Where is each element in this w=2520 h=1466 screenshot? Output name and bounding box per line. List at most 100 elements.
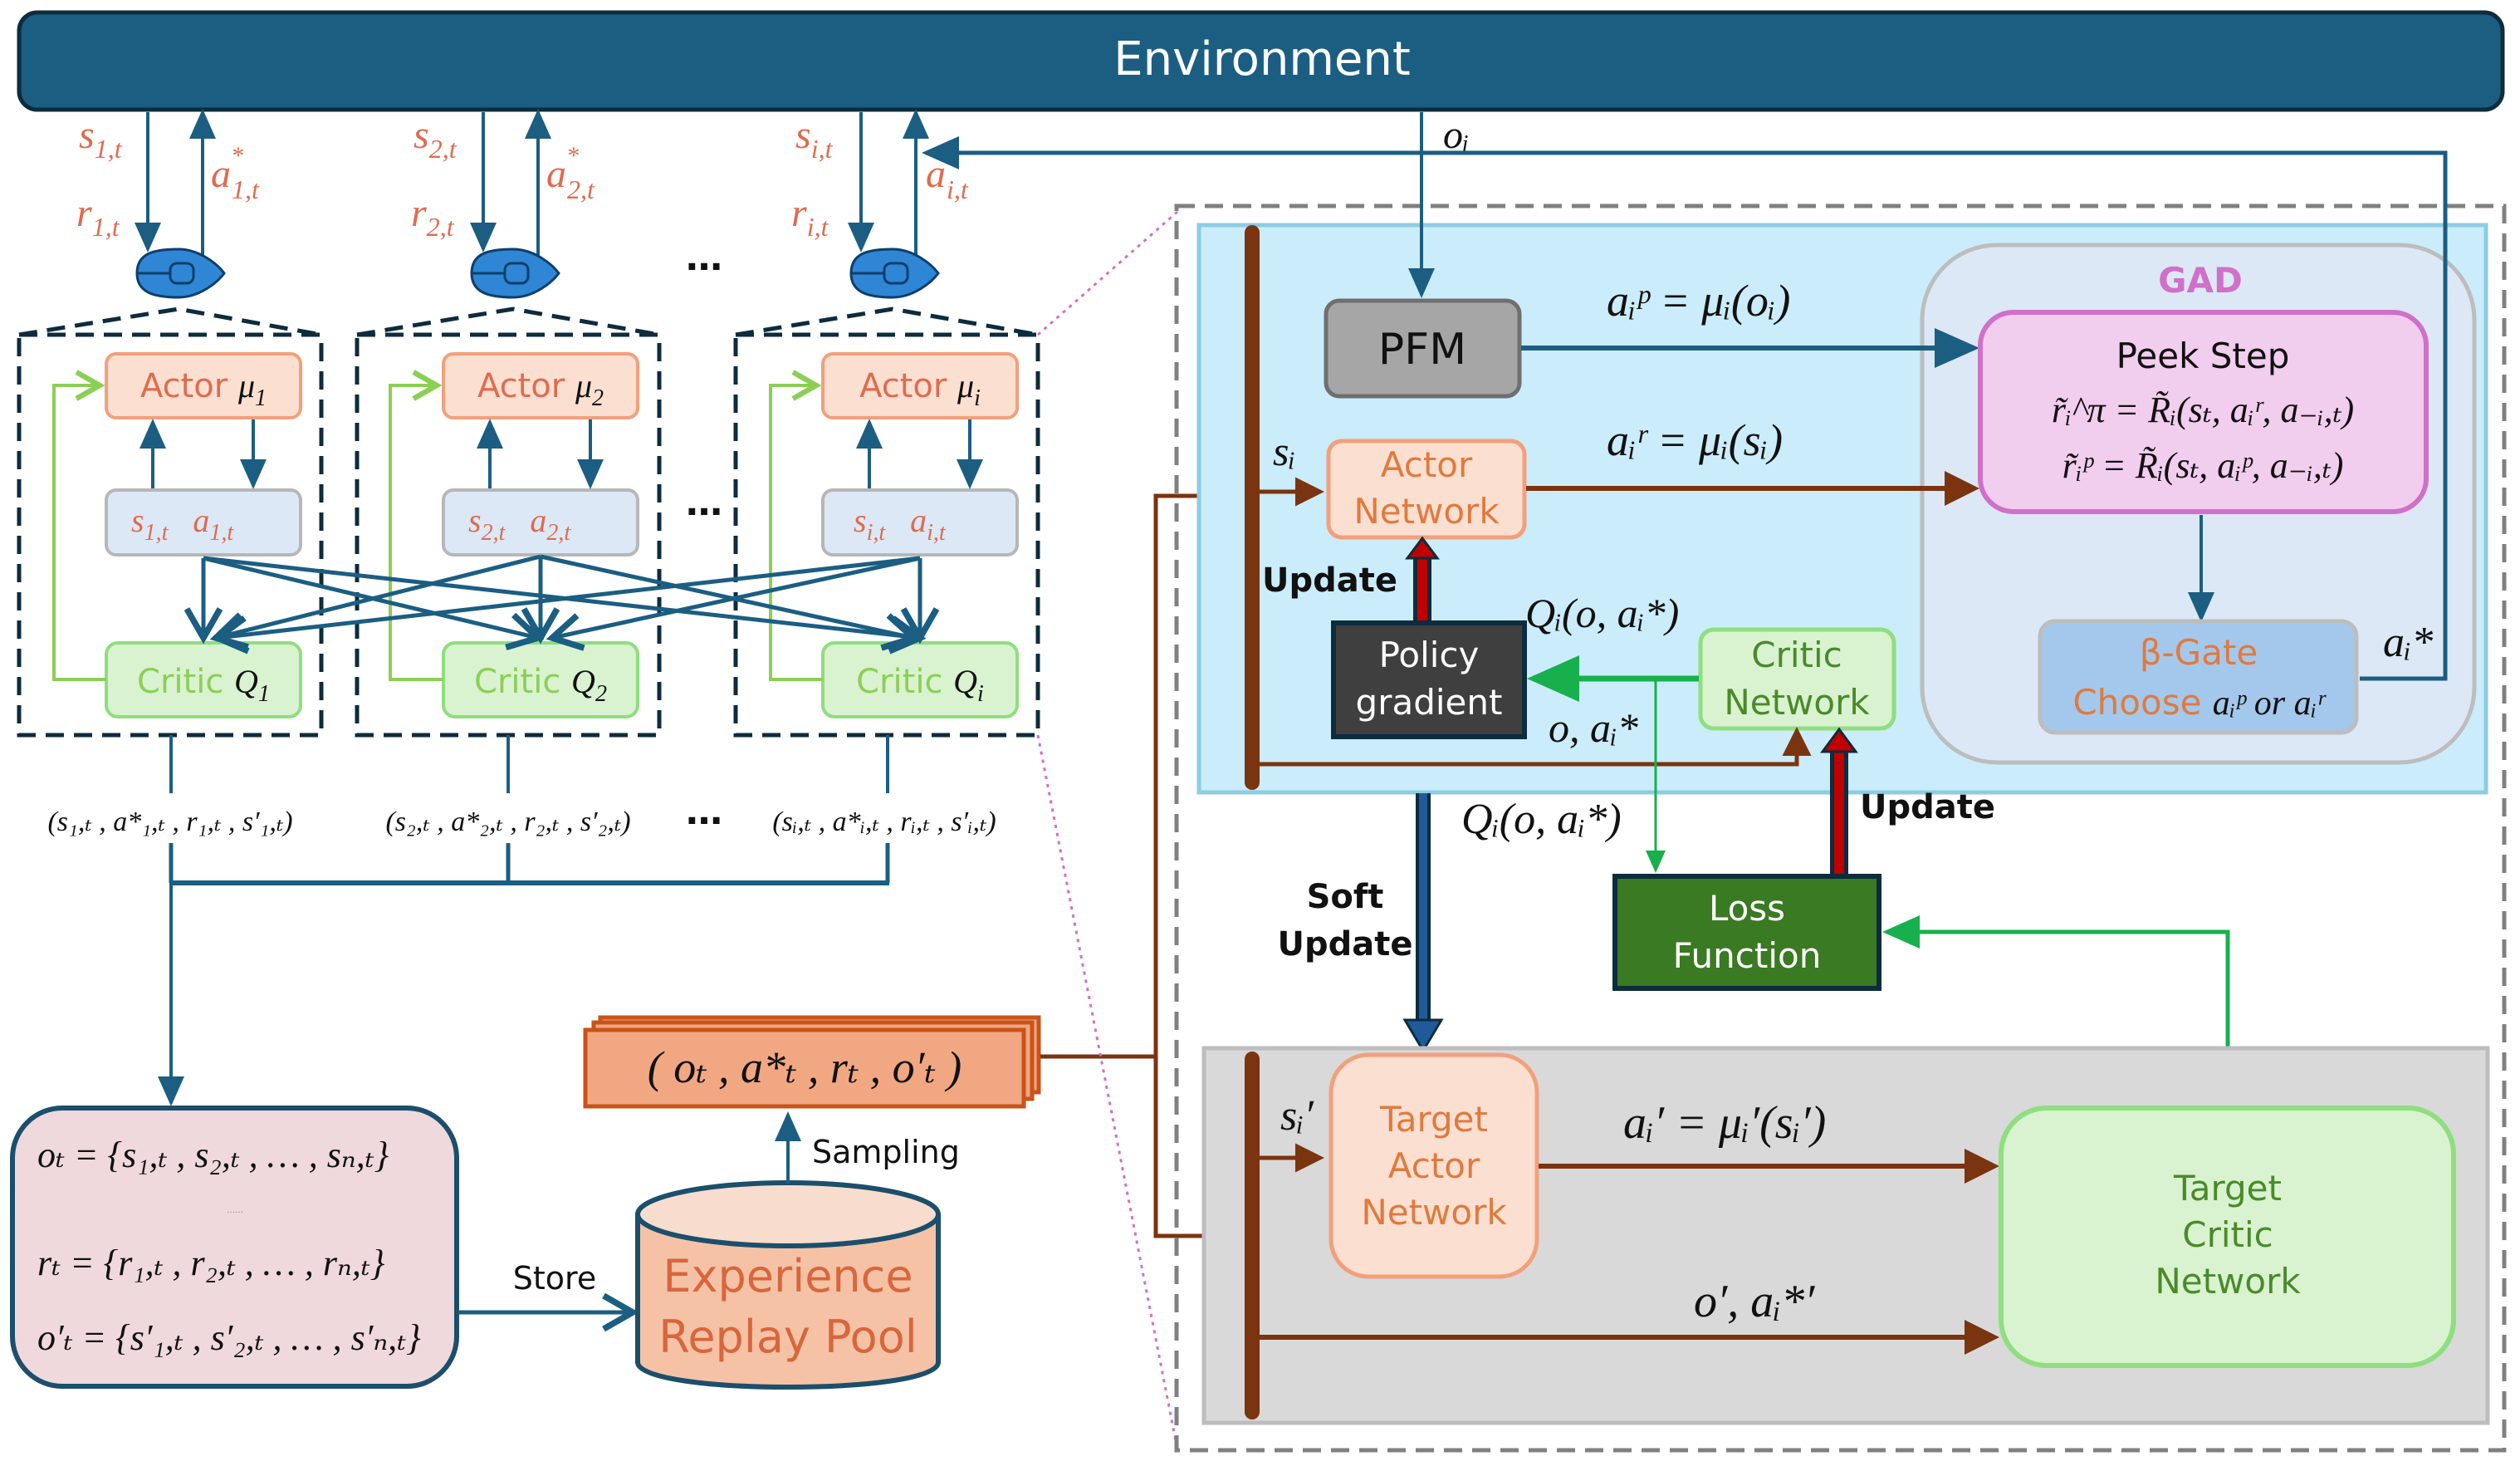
agent-reward-label: ri,t [791,191,829,242]
peek-step-title: Peek Step [2116,336,2290,376]
target-actor-output-eq: aᵢ′ = μᵢ′(sᵢ′) [1623,1097,1826,1149]
joint-transition-box: oₜ = {s₁,ₜ , s₂,ₜ , … , sₙ,ₜ} …… rₜ = {r… [10,1106,459,1389]
critic-input-label: o, aᵢ* [1549,704,1638,751]
pfm-output-eq: aᵢᵖ = μᵢ(oᵢ) [1607,276,1790,326]
gad-title: GAD [2158,260,2243,301]
peek-step-box [1978,310,2429,514]
pfm-label: PFM [1378,325,1466,375]
sampling-label: Sampling [812,1134,960,1170]
zoom-wedge [18,306,322,337]
target-critic-line2: Critic [2182,1214,2273,1255]
actor-output-eq: aᵢʳ = μᵢ(sᵢ) [1607,415,1783,465]
gate-output-label: aᵢ* [2383,619,2433,666]
critic-to-actor-feedback [769,370,823,681]
critic-network-line1: Critic [1751,635,1842,675]
agent-icon [135,248,226,299]
environment-bar: Environment [17,10,2505,112]
replay-pool-line1: Experience [663,1250,913,1302]
transition-tuple: (sᵢ,ₜ , a*ᵢ,ₜ , rᵢ,ₜ , s′ᵢ,ₜ) [772,807,996,837]
target-actor-line3: Network [1361,1192,1507,1233]
state-action-box [105,488,302,556]
peek-eq-prior: r̃ᵢᵖ = R̃ᵢ(sₜ, aᵢᵖ, a₋ᵢ,ₜ) [2062,445,2344,486]
sampled-batch-stack: ( oₜ , a*ₜ , rₜ , o′ₜ ) [583,1015,1041,1109]
actor-box [442,352,639,419]
online-state-label: sᵢ [1273,428,1295,474]
joint-reward-eq: rₜ = {r₁,ₜ , r₂,ₜ , … , rₙ,ₜ} [37,1243,385,1283]
observation-label: oᵢ [1443,113,1470,157]
actor-label: Actor μi [859,367,981,411]
policy-gradient-line2: gradient [1356,682,1503,723]
critic-update-label: Update [1860,788,1995,826]
loss-function-line2: Function [1673,935,1822,976]
loss-function-box [1612,874,1881,991]
sa2-to-critici [540,554,920,651]
joint-box [10,1106,459,1389]
critic-label: Critic Q2 [474,663,607,707]
state-action-box [442,488,639,556]
middle-q-label: Qᵢ(o, aᵢ*) [1461,796,1622,843]
critic-network-line2: Network [1724,682,1870,723]
critic-update-arrowhead [1820,727,1858,753]
loss-function-line1: Loss [1709,888,1785,929]
critic-to-actor-feedback [389,370,443,681]
store-label: Store [513,1260,596,1297]
environment-box [17,10,2505,112]
actor-network-line1: Actor [1381,444,1473,485]
joint-obs-eq: oₜ = {s₁,ₜ , s₂,ₜ , … , sₙ,ₜ} [37,1135,389,1175]
actor-box [821,352,1019,419]
actor-label: Actor μ1 [140,367,267,411]
target-critic-box [1999,1106,2456,1368]
joint-mid-dots: …… [227,1206,243,1215]
agent-ellipsis-top: … [686,237,722,279]
peek-eq-policy: r̃ᵢ^π = R̃ᵢ(sₜ, aᵢʳ, a₋ᵢ,ₜ) [2052,390,2354,430]
agent-state-label: s1,t [79,113,123,164]
critic-q-label: Qᵢ(o, aᵢ*) [1525,590,1679,636]
batch-to-online-bus [1040,481,1240,1059]
agent-detail-frame [1174,203,2507,1453]
transition-tuple: (s₁,ₜ , a*₁,ₜ , r₁,ₜ , s′₁,ₜ) [47,807,292,837]
zoom-guide-top [1037,210,1178,336]
agent-reward-label: r2,t [411,191,455,242]
centralized-critic-connections [183,554,940,655]
agent-action-label: a*1,t [211,142,260,204]
sai-to-critic1 [211,556,921,655]
soft-update-line1: Soft [1307,878,1384,916]
critic-to-actor-feedback [52,370,106,681]
bus-to-critic-arrow [1255,727,1812,767]
agent-state-label: si,t [795,113,834,164]
state-action-box [821,488,1019,556]
pfm-box [1324,298,1522,399]
policy-gradient-line1: Policy [1379,635,1480,675]
replay-pool-line2: Replay Pool [658,1311,917,1363]
target-actor-box [1329,1052,1539,1279]
sai-to-critic2 [546,556,921,651]
agent-action-label: a*2,t [546,142,595,204]
agent-icon [849,248,940,299]
actor-label: Actor μ2 [477,367,604,411]
actor-network-line2: Network [1353,491,1500,532]
policy-gradient-box [1331,620,1527,739]
critic-label: Critic Qi [856,663,984,707]
sample-tuple: ( oₜ , a*ₜ , rₜ , o′ₜ ) [648,1042,962,1092]
agent-state-label: s2,t [413,113,458,164]
actor-box [105,352,302,419]
target-critic-line1: Target [2173,1168,2282,1209]
actor-update-arrowhead [1405,536,1440,560]
target-critic-input-label: o′, aᵢ*′ [1694,1276,1815,1327]
target-critic-line3: Network [2155,1261,2301,1302]
agent-ellipsis-mid: … [686,482,722,524]
zoom-wedge [735,306,1039,337]
transition-tuple: (s₂,ₜ , a*₂,ₜ , r₂,ₜ , s′₂,ₜ) [385,807,630,837]
zoom-wedge [356,306,660,337]
tuple-ellipsis: … [686,791,722,833]
final-action-return-line [922,136,2448,681]
experience-replay-pool: Experience Replay Pool [635,1180,941,1390]
target-state-label: sᵢ′ [1280,1092,1314,1140]
